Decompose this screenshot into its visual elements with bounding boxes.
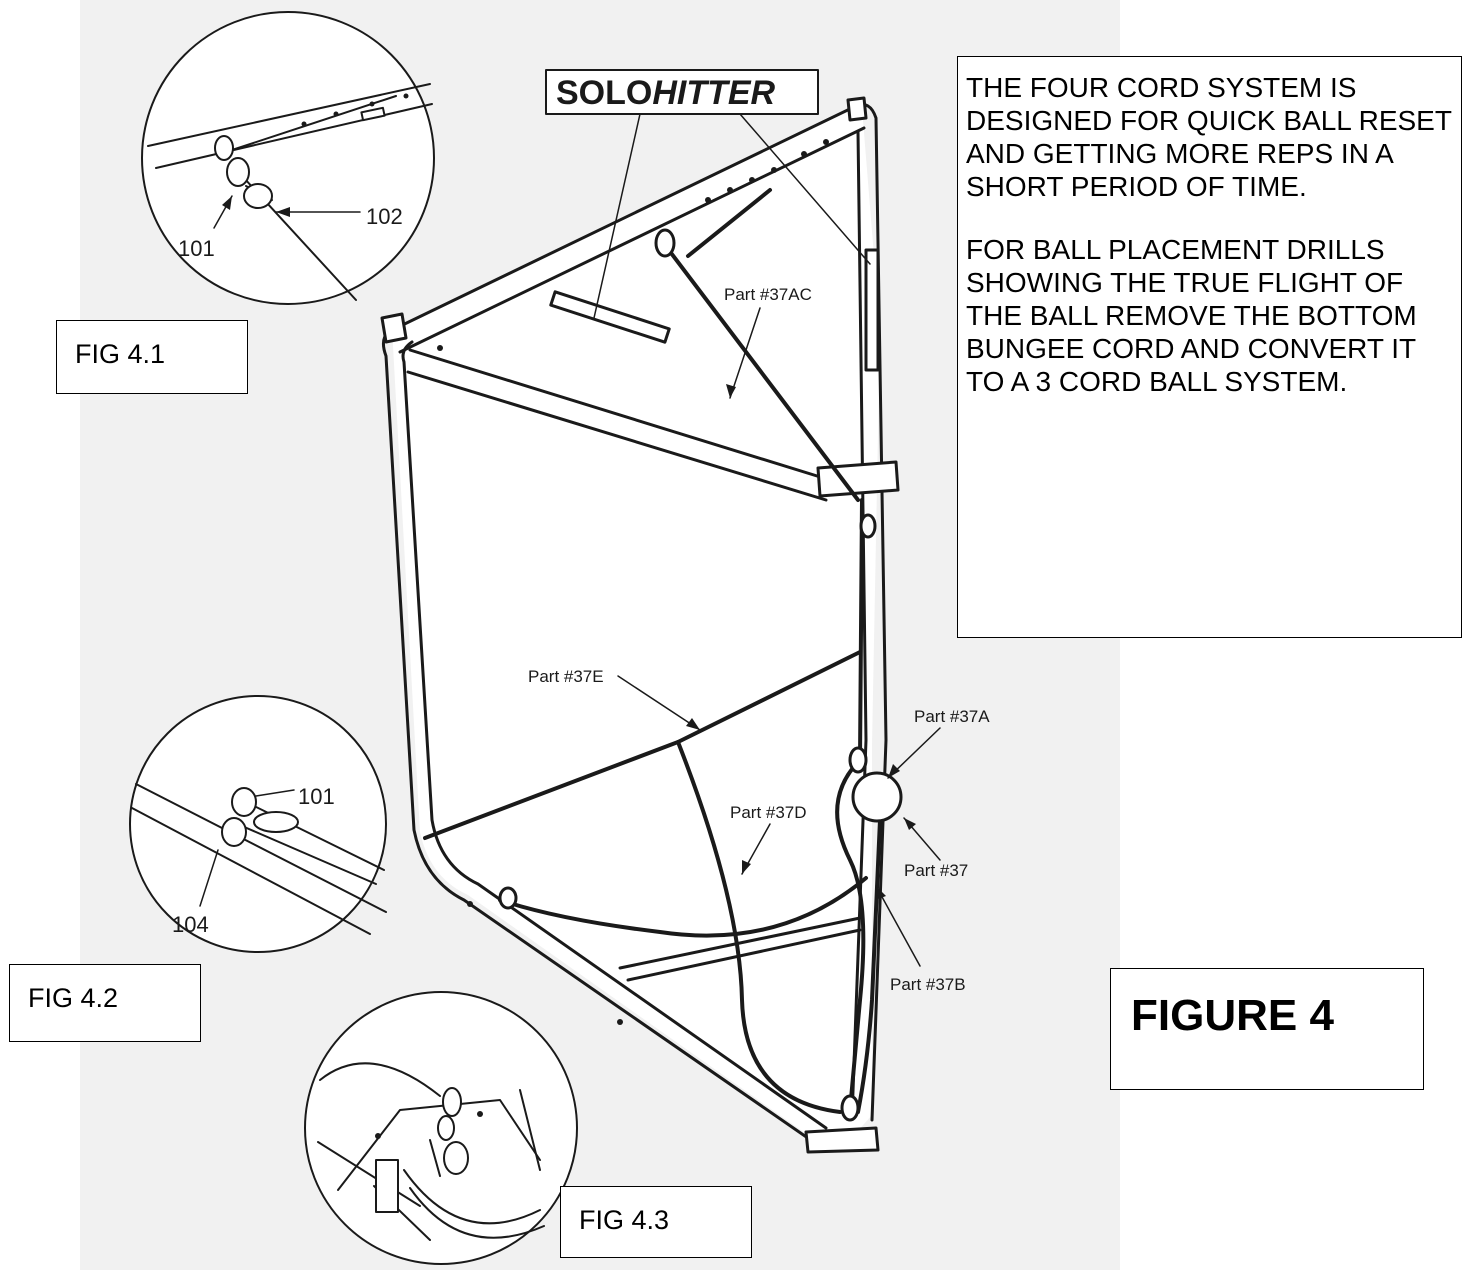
callout-101-fig41: 102 [366, 204, 403, 229]
label-part-37ac: Part #37AC [724, 285, 812, 304]
brand-logo: SOLOHITTER [556, 74, 776, 112]
label-part-37b: Part #37B [890, 975, 966, 994]
fig-4-3-label: FIG 4.3 [560, 1186, 752, 1258]
ball [851, 771, 903, 823]
note-paragraph-1: THE FOUR CORD SYSTEM IS DESIGNED FOR QUI… [966, 72, 1452, 202]
label-part-37a: Part #37A [914, 707, 990, 726]
instruction-note: THE FOUR CORD SYSTEM IS DESIGNED FOR QUI… [957, 56, 1462, 638]
inset-fig-4-1 [141, 11, 435, 305]
callout-104-fig42: 104 [172, 912, 209, 937]
label-part-37: Part #37 [904, 861, 968, 880]
fig-4-2-label: FIG 4.2 [9, 964, 201, 1042]
figure-title: FIGURE 4 [1110, 968, 1424, 1090]
note-paragraph-2: FOR BALL PLACEMENT DRILLS SHOWING THE TR… [966, 234, 1417, 397]
callout-102-fig41: 101 [178, 236, 215, 261]
cords [423, 188, 882, 1114]
fig-4-1-label: FIG 4.1 [56, 320, 248, 394]
inset-fig-4-3 [304, 991, 578, 1265]
label-part-37e: Part #37E [528, 667, 604, 686]
brand-logo-plate [545, 69, 819, 115]
callout-101-fig42: 101 [298, 784, 335, 809]
inset-fig-4-2 [129, 695, 387, 953]
label-part-37d: Part #37D [730, 803, 807, 822]
